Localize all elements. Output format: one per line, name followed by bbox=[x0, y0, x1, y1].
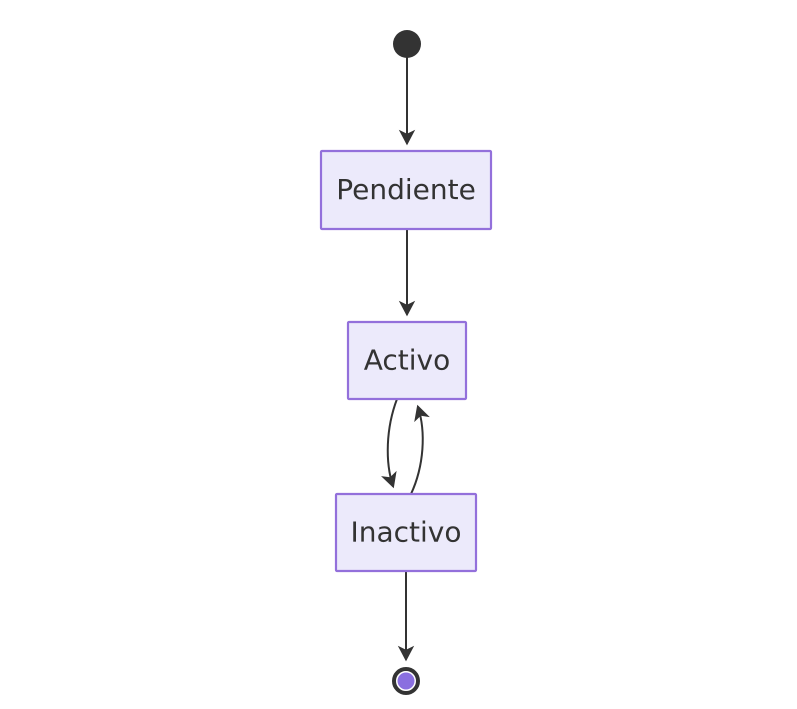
state-label-inactivo: Inactivo bbox=[350, 516, 461, 549]
start-state-node[interactable] bbox=[393, 30, 421, 58]
state-node-inactivo[interactable]: Inactivo bbox=[334, 492, 478, 573]
transition-inactivo-to-activo[interactable] bbox=[410, 404, 430, 495]
state-node-pendiente[interactable]: Pendiente bbox=[319, 149, 493, 231]
transitions-group bbox=[381, 57, 430, 662]
state-box-inactivo bbox=[334, 492, 478, 573]
state-box-pendiente bbox=[319, 149, 493, 231]
state-label-activo: Activo bbox=[364, 344, 451, 377]
end-state-node[interactable] bbox=[392, 667, 420, 695]
state-label-pendiente: Pendiente bbox=[336, 173, 476, 206]
state-box-activo bbox=[346, 320, 468, 401]
end-state-inner-circle bbox=[397, 672, 415, 690]
transition-activo-to-inactivo[interactable] bbox=[381, 398, 398, 489]
state-node-activo[interactable]: Activo bbox=[346, 320, 468, 401]
